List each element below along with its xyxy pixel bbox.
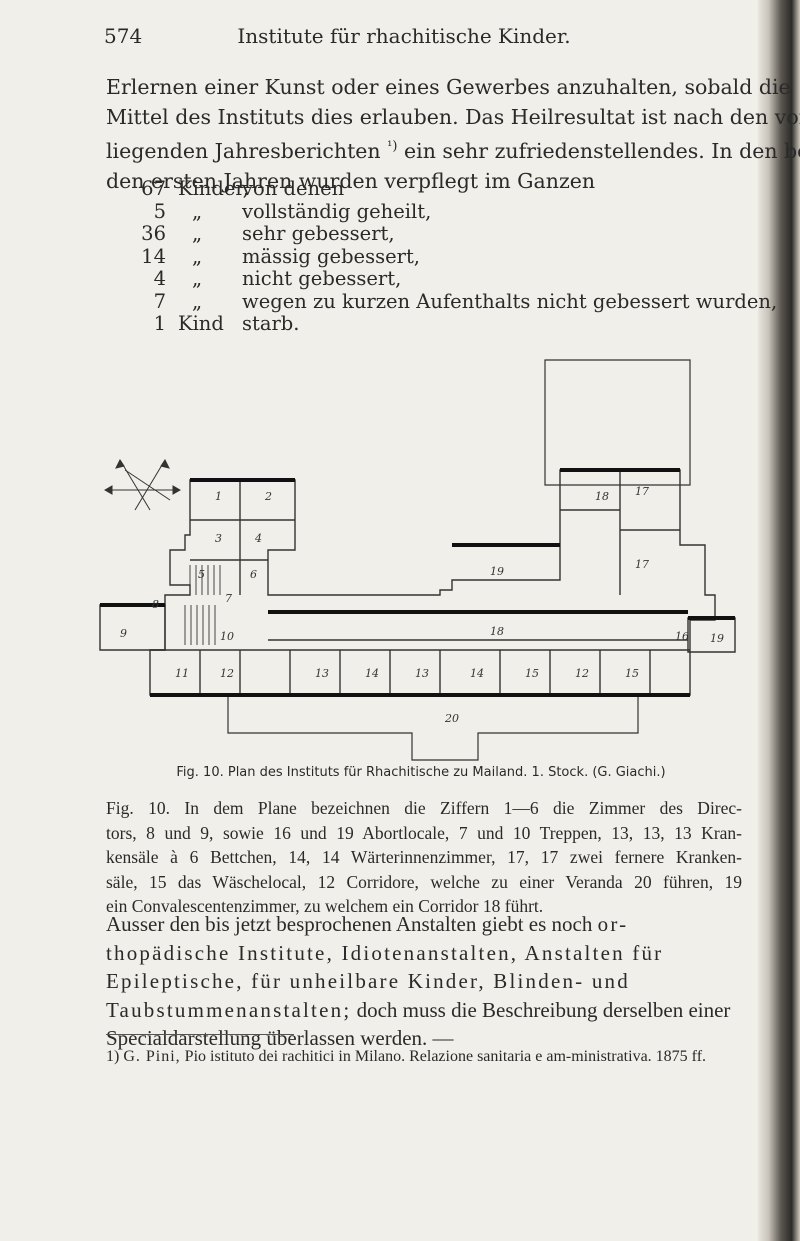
book-spine-shadow [758, 0, 800, 1241]
outcome-tally: 67 Kinder,von denen 5 „ vollständig geheilt… [138, 177, 778, 336]
room-label: 3 [215, 532, 222, 545]
room-label: 14 [365, 667, 379, 680]
room-label: 19 [490, 565, 504, 578]
room-label: 18 [490, 625, 504, 638]
text-line: den ersten Jahren wurden verpflegt im Ga… [106, 168, 596, 193]
room-label: 5 [198, 568, 205, 581]
tally-row: 7 „ wegen zu kurzen Aufenthalts nicht gebe… [138, 289, 778, 314]
room-label: 13 [415, 667, 429, 680]
tally-count: 14 [141, 244, 166, 268]
tally-count: 4 [153, 267, 166, 290]
room-label: 17 [635, 485, 649, 498]
tally-text: nicht gebessert, [242, 267, 402, 290]
tally-unit: „ [192, 244, 203, 268]
tally-unit: „ [192, 267, 203, 290]
tally-unit: „ [192, 222, 203, 245]
figure-caption: Fig. 10. Plan des Instituts für Rhachiti… [176, 765, 666, 780]
page-header: 574 Institute für rhachitische Kinder. [104, 24, 744, 54]
room-label: 10 [220, 630, 234, 643]
room-label: 12 [575, 667, 589, 680]
tally-count: 7 [153, 289, 166, 313]
tally-unit: Kind [178, 312, 224, 335]
tally-row: 67 Kinder,von denen [138, 177, 777, 201]
room-label: 17 [635, 558, 649, 571]
tally-row: 5 „ vollständig geheilt, [138, 199, 777, 224]
text-segment: Ausser den bis jetzt besprochenen Anstal… [106, 912, 593, 936]
room-label: 15 [625, 667, 639, 680]
tally-count: 36 [141, 222, 166, 245]
room-label: 18 [595, 490, 609, 503]
page-number: 574 [104, 24, 143, 48]
footnote-number: 1) [106, 1048, 120, 1065]
tally-text: mässig gebessert, [242, 244, 421, 268]
running-title: Institute für rhachitische Kinder. [237, 24, 571, 48]
room-label: 13 [315, 667, 329, 680]
footnote: 1) G. Pini, Pio istituto dei rachitici i… [106, 1046, 742, 1067]
room-label: 2 [264, 490, 272, 503]
text-line: Mittel des Instituts dies erlauben. Das … [106, 105, 800, 129]
text-line: Erlernen einer Kunst oder eines Gewerbes… [106, 75, 791, 99]
text-segment: ein sehr zufriedenstellendes. In den bei… [404, 138, 800, 163]
room-label: 8 [152, 598, 159, 611]
text-line: tors, 8 und 9, sowie 16 und 19 Abortloca… [106, 822, 742, 843]
paragraph-intro: Erlernen einer Kunst oder eines Gewerbes… [106, 72, 800, 196]
tally-row: 36 „ sehr gebessert, [138, 222, 777, 246]
footnote-mark: ¹) [387, 139, 398, 154]
room-label: 11 [175, 667, 189, 680]
text-line: ein Convalescentenzimmer, zu welchem ein… [106, 896, 544, 916]
room-label: 15 [525, 667, 539, 680]
tally-text: starb. [242, 312, 300, 335]
tally-row: 4 „ nicht gebessert, [138, 267, 777, 291]
room-label: 19 [710, 632, 724, 645]
compass-rose [103, 459, 182, 511]
room-label: 4 [254, 532, 262, 545]
tally-count: 1 [153, 312, 166, 335]
footnote-author: G. Pini, [123, 1048, 181, 1065]
room-label: 16 [675, 630, 689, 643]
tally-text: von denen [242, 177, 345, 200]
footnote-rule [106, 1034, 294, 1035]
footnote-text: Pio istituto dei rachitici in Milano. Re… [184, 1048, 707, 1065]
room-label: 14 [470, 667, 484, 680]
room-label: 7 [225, 592, 232, 605]
tally-text: sehr gebessert, [242, 222, 395, 245]
tally-count: 67 [141, 177, 166, 200]
figure-explanation: Fig. 10. In dem Plane bezeichnen die Zif… [106, 796, 742, 919]
text-segment: doch muss die Beschreibung derselben ein… [106, 997, 731, 1051]
room-label: 1 [215, 490, 222, 503]
text-segment: liegenden Jahresberichten [106, 138, 381, 163]
tally-row: 14 „ mässig gebessert, [138, 244, 777, 269]
tally-text: wegen zu kurzen Aufenthalts nicht gebess… [242, 289, 778, 313]
room-label: 12 [220, 667, 234, 680]
text-line: liegenden Jahresberichten ¹) ein sehr zu… [106, 132, 800, 166]
spaced-text: or-thopädische Institute, Idiotenanstalt… [106, 912, 664, 1022]
tally-unit: „ [192, 289, 203, 313]
tally-unit: „ [192, 199, 203, 223]
text-line: Fig. 10. In dem Plane bezeichnen die Zif… [106, 798, 742, 818]
tally-unit: Kinder, [178, 177, 249, 200]
text-line: säle, 15 das Wäschelocal, 12 Corridore, … [106, 871, 742, 892]
tally-text: vollständig geheilt, [242, 199, 432, 223]
tally-row: 1 Kind starb. [138, 312, 777, 336]
paragraph-other-institutions: Ausser den bis jetzt besprochenen Anstal… [106, 910, 742, 1053]
text-line: kensäle à 6 Bettchen, 14, 14 Wärterinnen… [106, 847, 742, 867]
room-label: 6 [250, 568, 257, 581]
room-label: 9 [120, 627, 127, 640]
room-label: 20 [444, 712, 459, 725]
tally-count: 5 [153, 199, 166, 223]
